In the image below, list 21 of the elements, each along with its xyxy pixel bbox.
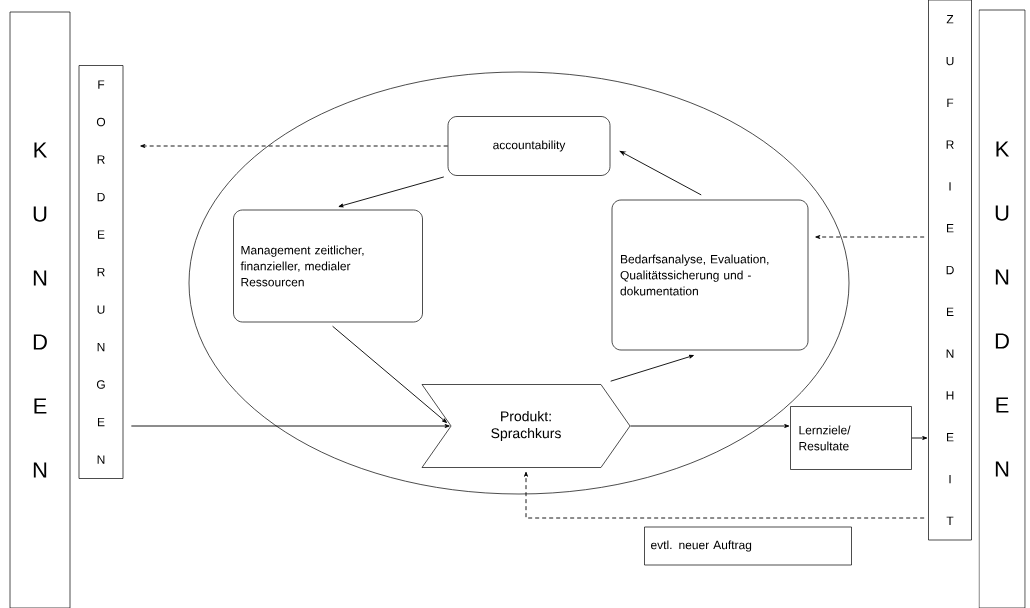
arrow (140, 144, 449, 148)
note-box: evtl. neuer Auftrag (644, 526, 852, 566)
vertical-label-box: Z U F R I E D E N H E I T (928, 0, 972, 541)
arrow (610, 354, 694, 382)
arrow (338, 176, 445, 208)
arrow (911, 436, 928, 440)
vertical-label-box: F O R D E R U N G E N (78, 65, 124, 479)
arrow (130, 424, 450, 428)
process-box: Bedarfsanalyse, Evaluation, Qualitätssicherung und -dokumentation (611, 199, 809, 351)
customer-column: K U N D E N (9, 11, 71, 608)
customer-column: K U N D E N (978, 9, 1026, 608)
arrow (629, 424, 790, 428)
process-box: Management zeitlicher, finanzieller, medialer Ressourcen (233, 209, 423, 323)
ellipse (188, 71, 850, 495)
process-box: accountability (447, 116, 611, 176)
product-chevron: Produkt: Sprachkurs (421, 384, 631, 468)
arrow (524, 471, 925, 519)
result-box: Lernziele/ Resultate (790, 406, 912, 470)
arrow (332, 325, 447, 423)
arrow (619, 150, 702, 196)
arrow (815, 235, 925, 239)
